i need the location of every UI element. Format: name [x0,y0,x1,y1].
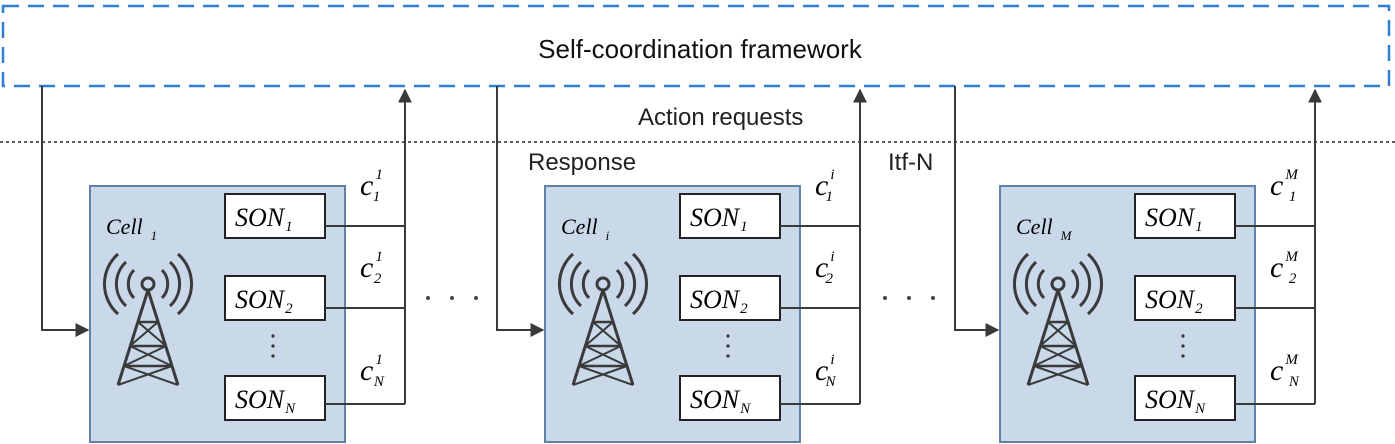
son-box [1134,193,1236,239]
son-label: SON1 [235,203,293,235]
son-ellipsis-dot [726,344,730,348]
ellipsis-2 [883,296,935,300]
response-arrow [41,86,90,337]
son-box [1134,375,1236,421]
son-box [679,193,781,239]
son-label: SON2 [1145,285,1203,317]
son-ellipsis-dot [1181,334,1185,338]
son-label: SON1 [1145,203,1203,235]
son-label: SONN [690,385,751,417]
son-box [224,275,326,321]
response-label: Response [528,149,636,176]
response-arrow [954,86,1000,337]
son-ellipsis-dot [1181,344,1185,348]
son-label: SONN [235,385,296,417]
son-ellipsis-dot [726,354,730,358]
son-box [224,193,326,239]
framework-label: Self-coordination framework [538,34,863,64]
son-ellipsis-dot [271,354,275,358]
son-label: SON1 [690,203,748,235]
son-ellipsis-dot [1181,354,1185,358]
son-ellipsis-dot [726,334,730,338]
response-arrow [496,86,545,337]
son-label: SON2 [690,285,748,317]
son-label: SON2 [235,285,293,317]
son-ellipsis-dot [271,334,275,338]
action-requests-label: Action requests [638,104,803,131]
son-box [1134,275,1236,321]
son-label: SONN [1145,385,1206,417]
son-box [679,275,781,321]
son-box [224,375,326,421]
son-ellipsis-dot [271,344,275,348]
son-box [679,375,781,421]
interface-label: Itf-N [888,149,933,176]
ellipsis-1 [426,296,478,300]
framework-box [1,4,1391,88]
